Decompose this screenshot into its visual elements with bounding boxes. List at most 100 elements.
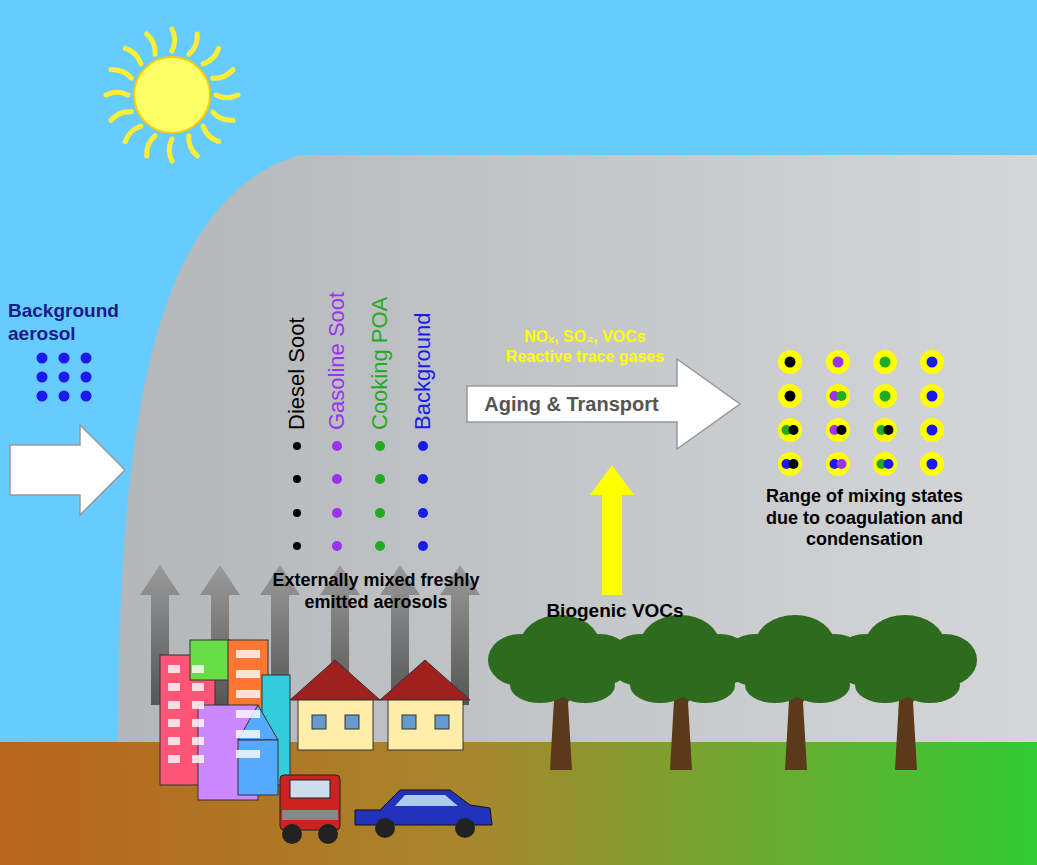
window: [168, 665, 180, 673]
house: [298, 700, 373, 750]
coating-ring: [920, 350, 944, 374]
fresh-particle: [332, 541, 342, 551]
window: [168, 719, 180, 727]
column-label: Diesel Soot: [284, 317, 310, 430]
coating-ring: [873, 452, 897, 476]
fresh-particle: [418, 441, 428, 451]
window: [236, 690, 260, 698]
window: [236, 650, 260, 658]
aged-particle: [880, 391, 891, 402]
building: [190, 640, 230, 680]
process-arrow: Aging & Transport: [466, 358, 741, 450]
house-roof: [290, 660, 380, 700]
annotation: Range of mixing states due to coagulatio…: [752, 486, 977, 551]
fresh-particle: [293, 542, 301, 550]
background-particle: [59, 353, 70, 364]
coating-ring: [778, 418, 802, 442]
fresh-particle: [375, 541, 385, 551]
aged-particle: [789, 425, 799, 435]
window: [168, 737, 180, 745]
coating-ring: [873, 350, 897, 374]
aged-particle: [785, 391, 796, 402]
aged-particle: [789, 459, 799, 469]
fresh-particle: [418, 474, 428, 484]
window: [168, 701, 180, 709]
window: [168, 755, 180, 763]
truck: [280, 775, 340, 844]
aged-particle: [880, 357, 891, 368]
coating-ring: [873, 418, 897, 442]
background-particle: [37, 372, 48, 383]
fresh-particle: [375, 508, 385, 518]
sun-ray: [203, 126, 219, 142]
aged-particle: [833, 357, 844, 368]
aged-particle: [785, 357, 796, 368]
window: [236, 670, 260, 678]
biogenic-arrow: [590, 465, 634, 595]
house: [388, 700, 463, 750]
background-particle: [81, 391, 92, 402]
column-label: Background: [410, 313, 436, 430]
fresh-particle: [375, 474, 385, 484]
background-particle: [37, 353, 48, 364]
aged-particle: [927, 391, 938, 402]
background-particle: [59, 372, 70, 383]
arrow-shape: [467, 359, 740, 449]
fresh-particle: [293, 475, 301, 483]
fresh-particle: [332, 508, 342, 518]
window: [192, 719, 204, 727]
coating-ring: [826, 350, 850, 374]
coating-ring: [920, 452, 944, 476]
sun-ray: [147, 136, 155, 156]
window: [236, 710, 260, 718]
aged-particle: [884, 459, 894, 469]
coating-ring: [826, 452, 850, 476]
fresh-particle: [418, 508, 428, 518]
window: [236, 750, 260, 758]
sun-ray: [216, 95, 238, 98]
fresh-particle: [418, 541, 428, 551]
coating-ring: [778, 452, 802, 476]
window: [192, 737, 204, 745]
coating-ring: [873, 384, 897, 408]
coating-ring: [778, 350, 802, 374]
sun-ray: [111, 112, 131, 121]
coating-ring: [920, 384, 944, 408]
trees: [488, 615, 977, 770]
tree-crown: [675, 667, 735, 703]
window: [168, 683, 180, 691]
annotation: NOₓ, SO₂, VOCs: [470, 327, 700, 346]
annotation: Biogenic VOCs: [520, 600, 710, 623]
column-label: Cooking POA: [367, 297, 393, 430]
annotation: Reactive trace gases: [470, 347, 700, 366]
tree-crown: [900, 667, 960, 703]
sun-ray: [172, 29, 175, 51]
coating-ring: [826, 418, 850, 442]
aged-particle: [927, 357, 938, 368]
sun-ray: [111, 70, 131, 78]
fresh-particle: [375, 441, 385, 451]
ground: [0, 742, 1037, 865]
window: [192, 755, 204, 763]
aged-particle: [837, 459, 847, 469]
sun-ray: [189, 136, 198, 156]
sun-ray: [125, 48, 141, 64]
fresh-particle: [293, 442, 301, 450]
aged-particle: [927, 425, 938, 436]
column-label: Gasoline Soot: [324, 292, 350, 430]
window: [192, 683, 204, 691]
coating-ring: [920, 418, 944, 442]
aged-particle: [837, 391, 847, 401]
coating-ring: [826, 384, 850, 408]
sun-ray: [203, 48, 219, 64]
sun-ray: [125, 126, 141, 142]
background-particle: [81, 353, 92, 364]
building: [238, 740, 278, 795]
sun: [106, 29, 238, 161]
background-particle: [59, 391, 70, 402]
coating-ring: [778, 384, 802, 408]
background-particle: [37, 391, 48, 402]
arrow-label: Aging & Transport: [484, 393, 658, 416]
